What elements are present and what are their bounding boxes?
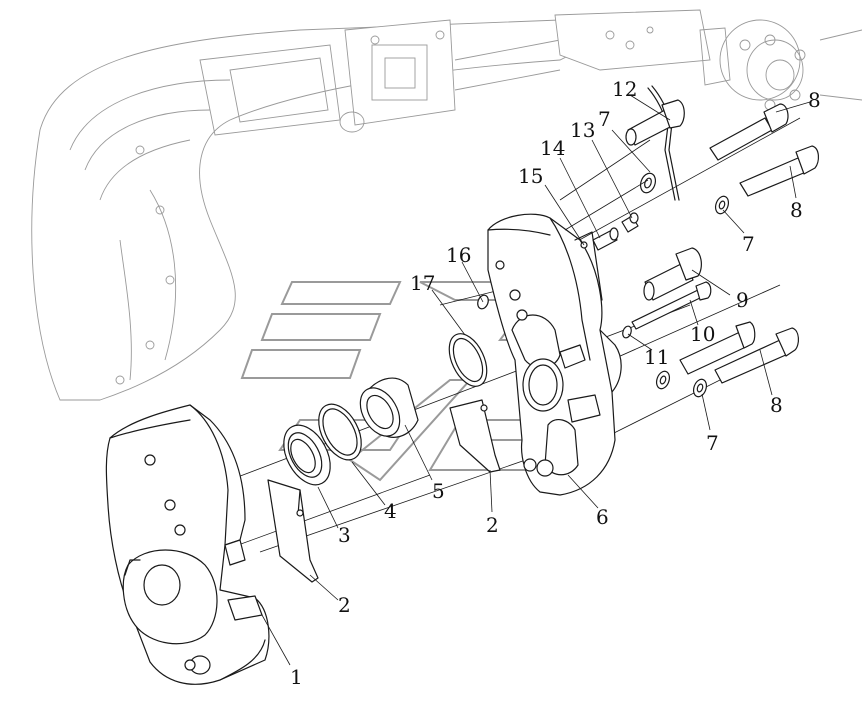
callout-1: 1 [290, 665, 303, 689]
callout-8-middle: 8 [790, 198, 803, 222]
callout-15: 15 [518, 164, 543, 188]
part-2-shim-left [267, 479, 319, 583]
part-4-o-ring [318, 403, 362, 461]
callout-7-middle: 7 [742, 232, 755, 256]
washer-7-lower-b [692, 378, 708, 398]
bolt-10 [631, 281, 712, 330]
callout-4: 4 [384, 499, 397, 523]
bolt-8-bottom [714, 327, 799, 384]
callout-5: 5 [432, 479, 445, 503]
callout-13: 13 [570, 118, 595, 142]
callout-9: 9 [736, 288, 749, 312]
callout-12: 12 [612, 77, 637, 101]
callout-8-bottom: 8 [770, 393, 783, 417]
bolt-8-top [709, 103, 789, 161]
part-2-shim-right [449, 399, 501, 473]
callout-14: 14 [540, 136, 565, 160]
washer-7-top [639, 172, 657, 194]
callout-2-right: 2 [486, 513, 499, 537]
bolt-8-middle [739, 145, 819, 197]
background-axle-housing [31, 9, 862, 401]
leader-lines [261, 94, 811, 666]
part-6-upper-bracket [487, 213, 622, 496]
callout-6: 6 [596, 505, 609, 529]
callout-3: 3 [338, 523, 351, 547]
part-13-nipple [621, 212, 639, 233]
callout-11: 11 [644, 345, 669, 369]
washer-7-middle [714, 195, 730, 215]
sleeve-lower [679, 321, 756, 375]
callout-17: 17 [410, 271, 435, 295]
callout-2-left: 2 [338, 593, 351, 617]
callout-16: 16 [446, 243, 471, 267]
callout-8-top: 8 [808, 88, 821, 112]
part-1-lower-bracket [105, 404, 270, 685]
callout-7-lower-right: 7 [706, 431, 719, 455]
callout-10: 10 [690, 322, 715, 346]
part-3-seal [283, 424, 331, 486]
part-5-bushing [359, 377, 419, 438]
part-14-adapter [592, 227, 619, 251]
washer-7-lower-a [655, 370, 671, 390]
callout-7-top-right: 7 [598, 107, 611, 131]
part-17-o-ring [448, 333, 488, 387]
part-12-grease-pipe [625, 85, 685, 201]
callout-labels: 1 2 3 4 5 2 6 7 8 9 10 11 7 8 7 8 12 7 1… [290, 77, 821, 689]
